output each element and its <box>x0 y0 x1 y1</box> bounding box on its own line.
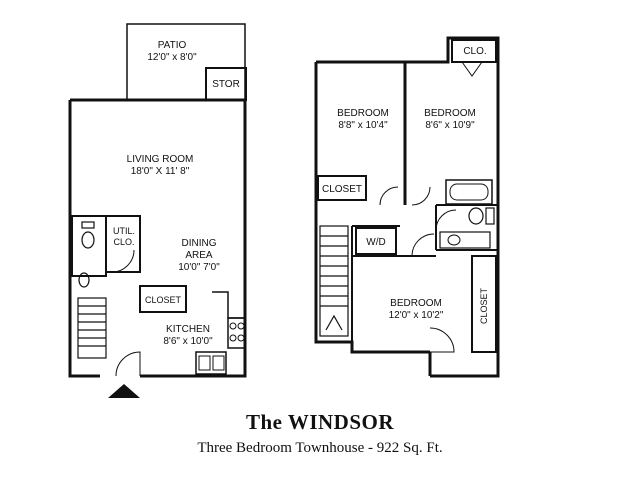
bedroom-right-label: BEDROOM <box>424 108 476 119</box>
toilet <box>81 231 95 249</box>
stove <box>227 317 246 349</box>
first-floor-outer-wall <box>70 98 247 378</box>
bedroom-closet-label: CLOSET <box>322 184 362 195</box>
patio-outline <box>126 23 246 100</box>
closet-vertical-label: CLOSET <box>479 287 489 324</box>
util-closet <box>105 215 141 273</box>
kitchen-counter <box>212 291 245 319</box>
living-room-dims: 18'0" X 11' 8" <box>131 166 190 177</box>
bath-toilet <box>468 207 484 225</box>
bedroom-closet <box>317 175 367 201</box>
dining-area-label-2: AREA <box>185 250 213 261</box>
kitchen-label: KITCHEN <box>166 324 210 335</box>
plan-title: The WINDSOR <box>245 410 395 434</box>
kitchen-dims: 8'6" x 10'0" <box>163 336 213 347</box>
entry-arrow-icon <box>108 384 140 398</box>
patio-dims: 12'0" x 8'0" <box>147 52 197 63</box>
bedroom-main-dims: 12'0" x 10'2" <box>389 310 444 321</box>
clo-label: CLO. <box>463 46 486 57</box>
first-floor-stairs <box>77 297 107 359</box>
sink <box>78 272 90 288</box>
living-room-label: LIVING ROOM <box>127 154 194 165</box>
bath-vanity <box>439 231 491 249</box>
second-floor-outer-wall <box>316 36 500 378</box>
bedroom-left-dims: 8'8" x 10'4" <box>338 120 388 131</box>
clo-closet <box>451 39 497 63</box>
plan-subtitle: Three Bedroom Townhouse - 922 Sq. Ft. <box>197 440 443 456</box>
stor-label: STOR <box>212 79 240 90</box>
half-bath <box>71 215 107 277</box>
wd-closet <box>355 227 397 255</box>
util-clo-label-2: CLO. <box>113 237 134 247</box>
bedroom-main-label: BEDROOM <box>390 298 442 309</box>
dining-area-dims: 10'0" 7'0" <box>178 262 220 273</box>
second-floor-stairs <box>319 225 349 337</box>
wd-label: W/D <box>366 237 385 248</box>
kitchen-sink <box>195 351 227 375</box>
second-floor-plan <box>314 36 500 378</box>
patio-label: PATIO <box>158 40 187 51</box>
kitchen-closet <box>139 285 187 313</box>
bedroom-right-dims: 8'6" x 10'9" <box>425 120 475 131</box>
util-clo-label-1: UTIL. <box>113 226 135 236</box>
entry-door-swing <box>115 351 141 377</box>
first-floor-plan <box>68 23 247 378</box>
kitchen-closet-label: CLOSET <box>145 295 182 305</box>
dining-area-label-1: DINING <box>182 238 217 249</box>
bedroom-left-label: BEDROOM <box>337 108 389 119</box>
